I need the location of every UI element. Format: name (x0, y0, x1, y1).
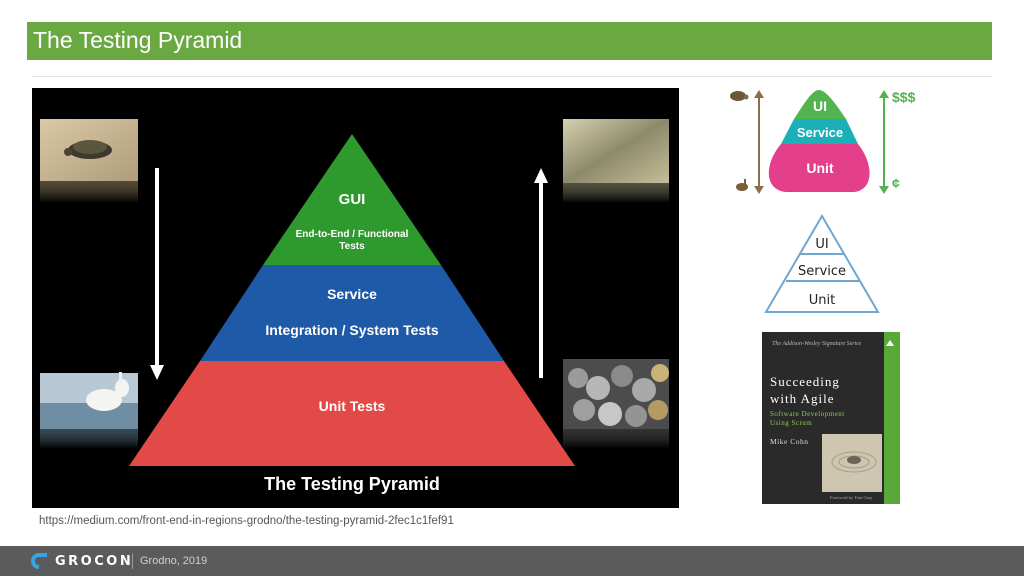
pyramid-service-label: Service (327, 286, 377, 302)
sketch-service-label: Service (798, 264, 846, 279)
cost-pyramid-graphic: UI Service Unit $$$ ¢ (730, 89, 916, 194)
ui-layer (794, 90, 846, 119)
money-photo (563, 119, 669, 203)
pyramid-gui-sublabel: End-to-End / Functional (296, 229, 409, 240)
book-author: Mike Cohn (770, 437, 808, 446)
book-title-line2: with Agile (770, 391, 835, 406)
book-series: The Addison-Wesley Signature Series (772, 341, 862, 347)
up-arrow (534, 168, 548, 378)
service-label: Service (797, 125, 843, 140)
sketch-ui-label: UI (815, 237, 828, 252)
sketch-unit-label: Unit (809, 293, 835, 308)
source-link[interactable]: https://medium.com/front-end-in-regions-… (39, 515, 454, 527)
pyramid-gui-label: GUI (339, 191, 366, 208)
service-layer (781, 119, 858, 144)
pyramid-service-sublabel: Integration / System Tests (265, 322, 438, 338)
title-divider (32, 76, 992, 77)
book-cover: The Addison-Wesley Signature Series Succ… (762, 332, 900, 504)
cost-high-label: $$$ (892, 89, 916, 105)
publisher-logo-icon (886, 340, 894, 346)
pyramid-gui-sublabel-2: Tests (339, 241, 365, 252)
testing-pyramid-image: GUI End-to-End / Functional Tests Servic… (32, 88, 679, 508)
pyramid-gui-layer (263, 134, 441, 265)
page-title: The Testing Pyramid (33, 27, 243, 53)
zen-garden-image (822, 434, 882, 492)
cost-arrow (879, 90, 889, 194)
footer-brand: GROCON (55, 554, 134, 569)
rabbit-icon (736, 179, 748, 191)
pyramid-unit-label: Unit Tests (319, 398, 386, 414)
rabbit-photo (40, 372, 138, 449)
unit-label: Unit (806, 160, 834, 176)
pyramid-unit-layer (129, 361, 575, 466)
testing-pyramid-graphic: GUI End-to-End / Functional Tests Servic… (40, 119, 669, 494)
book-foreword: Foreword by Tom Gray (830, 495, 873, 500)
speed-arrow (754, 90, 764, 194)
pyramid-service-layer (200, 265, 504, 361)
footer: GROCON Grodno, 2019 (0, 546, 1024, 576)
pyramid-caption: The Testing Pyramid (264, 474, 440, 494)
footer-subtitle: Grodno, 2019 (140, 555, 208, 567)
book-title-line1: Succeeding (770, 374, 840, 389)
down-arrow (150, 168, 164, 380)
unit-layer (768, 144, 870, 192)
ui-label: UI (813, 98, 827, 114)
turtle-icon (730, 91, 749, 101)
footer-separator (132, 553, 133, 569)
book-subtitle-line2: Using Scrum (770, 419, 812, 427)
grocon-logo-icon (31, 553, 47, 569)
coins-photo (563, 359, 669, 449)
book-subtitle-line1: Software Development (770, 410, 845, 418)
title-bar: The Testing Pyramid (27, 22, 992, 60)
sketch-pyramid-graphic: UI Service Unit (760, 212, 900, 316)
cost-low-label: ¢ (892, 175, 900, 191)
turtle-photo (40, 119, 138, 203)
